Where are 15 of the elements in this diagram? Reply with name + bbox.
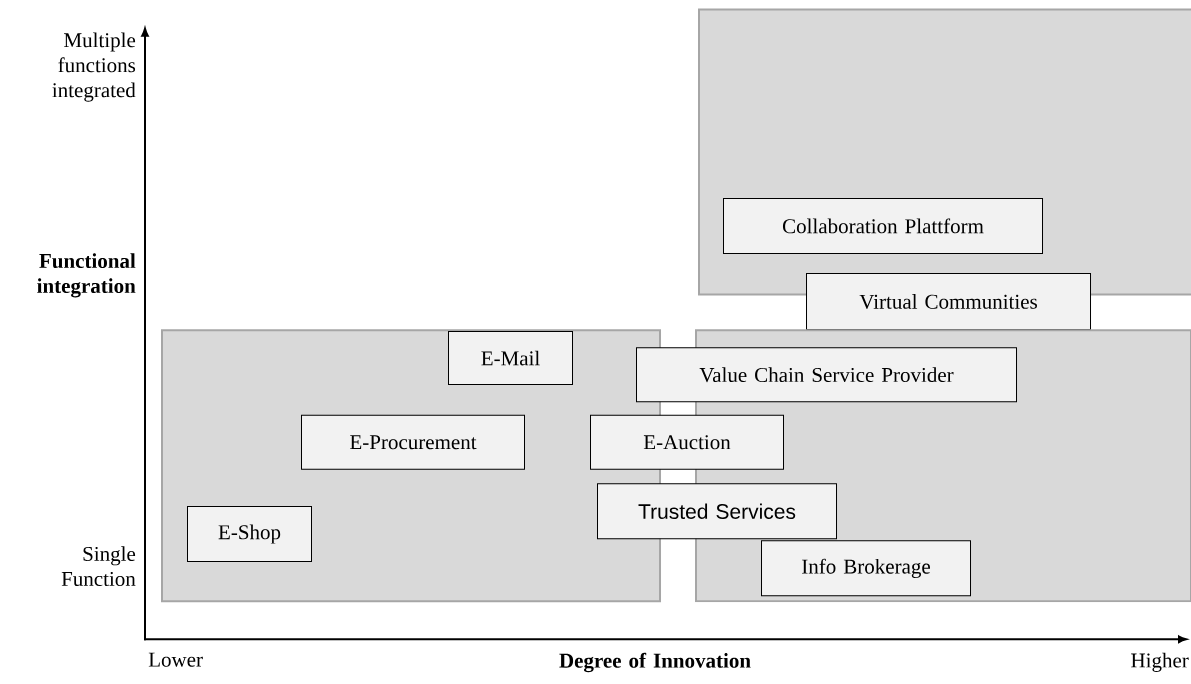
axis-title: Degree of Innovation xyxy=(559,652,751,673)
axis-label: Higher xyxy=(1131,652,1189,672)
label-box: Collaboration Plattform xyxy=(723,197,1043,254)
label-box: E-Shop xyxy=(187,506,312,563)
label-box: E-Procurement xyxy=(301,414,525,470)
label-box: E-Auction xyxy=(590,414,784,470)
axis-label: Single Function xyxy=(61,546,136,587)
label-box: Virtual Communities xyxy=(806,273,1091,331)
axis-label: Lower xyxy=(148,652,203,667)
label-box: Trusted Services xyxy=(597,483,837,540)
label-box: E-Mail xyxy=(448,331,573,386)
label-box: Info Brokerage xyxy=(761,540,971,597)
axis-label: Multiple functions integrated xyxy=(52,32,136,102)
label-box: Value Chain Service Provider xyxy=(636,347,1017,403)
axis-title: Functional integration xyxy=(37,253,136,298)
